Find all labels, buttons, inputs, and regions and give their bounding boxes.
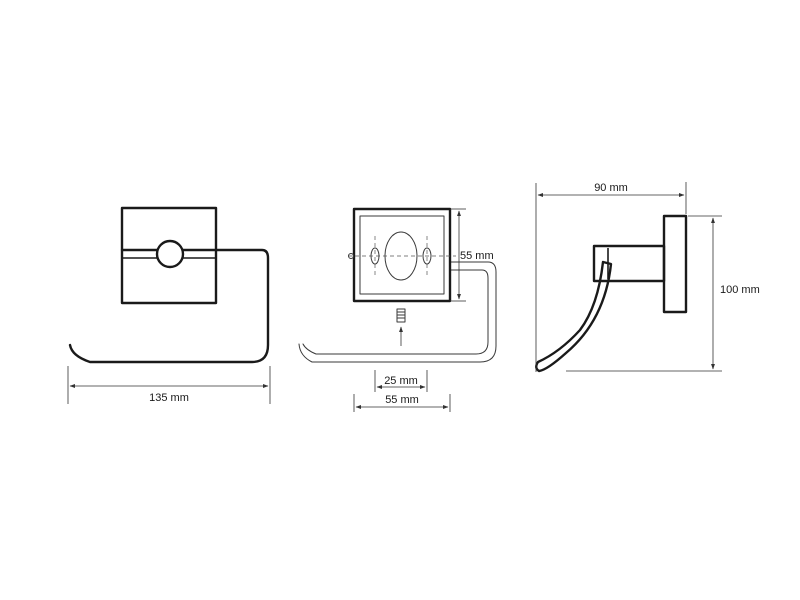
- front-wall-plate: [120, 206, 218, 305]
- rear-paper-arm-inner: [302, 269, 489, 355]
- side-paper-arm: [535, 260, 613, 373]
- plate-width-label: 55 mm: [385, 394, 419, 406]
- side-wall-plate: [662, 214, 688, 314]
- rear-plate-recess: [359, 215, 445, 295]
- side-view: 90 mm 100 mm: [535, 182, 760, 373]
- side-height-label: 100 mm: [720, 284, 760, 296]
- rear-wall-plate: [352, 207, 452, 303]
- front-paper-arm: [68, 248, 270, 364]
- set-screw-thread: [396, 311, 406, 319]
- plate-height-label: 55 mm: [460, 250, 494, 262]
- front-view: 135 mm: [67, 206, 271, 404]
- rear-paper-arm-outline: [298, 261, 497, 363]
- side-depth-label: 90 mm: [594, 182, 628, 194]
- rear-left-peg: [348, 253, 354, 259]
- front-width-label: 135 mm: [149, 392, 189, 404]
- hole-spacing-label: 25 mm: [384, 375, 418, 387]
- front-mount-knob: [155, 239, 185, 269]
- rear-mounting-view: 55 mm 25 mm 55 mm: [298, 207, 497, 412]
- side-body-cylinder: [592, 244, 666, 283]
